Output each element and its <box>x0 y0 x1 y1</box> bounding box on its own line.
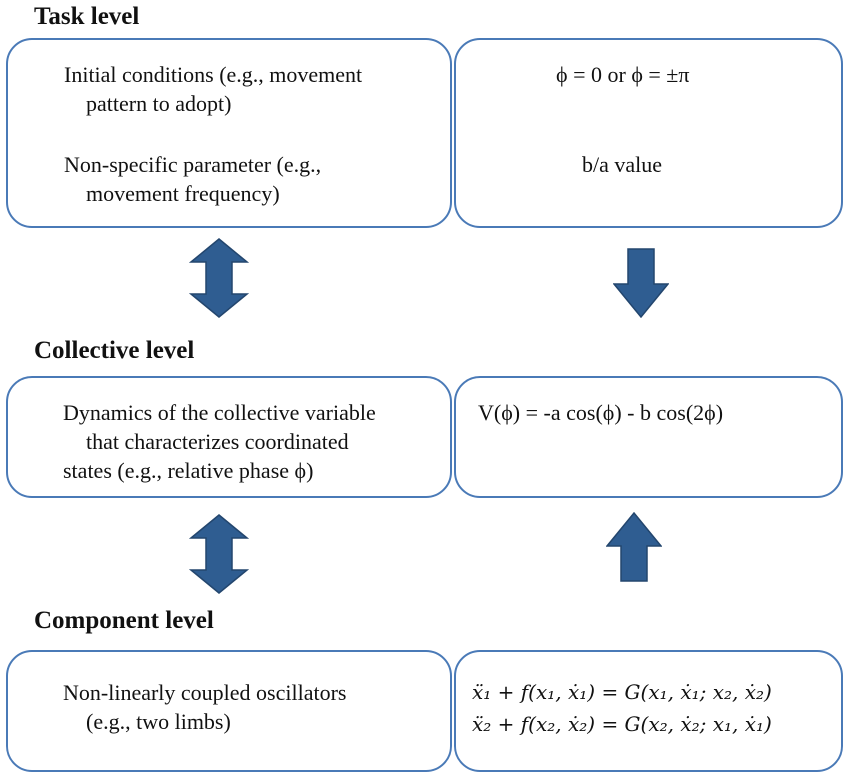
component-left-line-2: (e.g., two limbs) <box>86 709 231 734</box>
task-right-line-2: b/a value <box>582 152 663 177</box>
component-left-box: Non-linearly coupled oscillators (e.g., … <box>6 650 452 772</box>
component-level-heading: Component level <box>34 607 214 634</box>
task-left-line-3: Non-specific parameter (e.g., <box>64 152 322 177</box>
collective-left-line-1: Dynamics of the collective variable <box>63 400 376 425</box>
collective-left-box: Dynamics of the collective variable that… <box>6 376 452 498</box>
collective-right-box: V(ϕ) = -a cos(ϕ) - b cos(2ϕ) <box>454 376 843 498</box>
collective-level-heading: Collective level <box>34 337 195 364</box>
task-right-box: ϕ = 0 or ϕ = ±π b/a value <box>454 38 843 228</box>
component-equation-1: ẍ₁ + f(x₁, ẋ₁) = G(x₁, ẋ₁; x₂, ẋ₂) <box>472 680 772 704</box>
task-right-line-1: ϕ = 0 or ϕ = ±π <box>556 62 690 87</box>
task-left-line-1: Initial conditions (e.g., movement <box>64 62 363 87</box>
task-left-line-2: pattern to adopt) <box>86 91 232 116</box>
task-left-box: Initial conditions (e.g., movement patte… <box>6 38 452 228</box>
double-arrow-task-collective <box>189 238 249 318</box>
collective-left-line-2: that characterizes coordinated <box>86 429 349 454</box>
up-arrow-collective-component <box>606 512 662 582</box>
component-equation-2: ẍ₂ + f(x₂, ẋ₂) = G(x₂, ẋ₂; x₁, ẋ₁) <box>472 712 772 736</box>
down-arrow-task-collective <box>613 248 669 318</box>
task-left-line-4: movement frequency) <box>86 181 280 206</box>
collective-left-line-3: states (e.g., relative phase ϕ) <box>63 458 314 483</box>
component-left-line-1: Non-linearly coupled oscillators <box>63 680 347 705</box>
task-level-heading: Task level <box>34 3 140 30</box>
collective-right-line-1: V(ϕ) = -a cos(ϕ) - b cos(2ϕ) <box>478 400 724 425</box>
double-arrow-collective-component <box>189 514 249 594</box>
component-right-box: ẍ₁ + f(x₁, ẋ₁) = G(x₁, ẋ₁; x₂, ẋ₂) ẍ₂ + … <box>454 650 843 772</box>
